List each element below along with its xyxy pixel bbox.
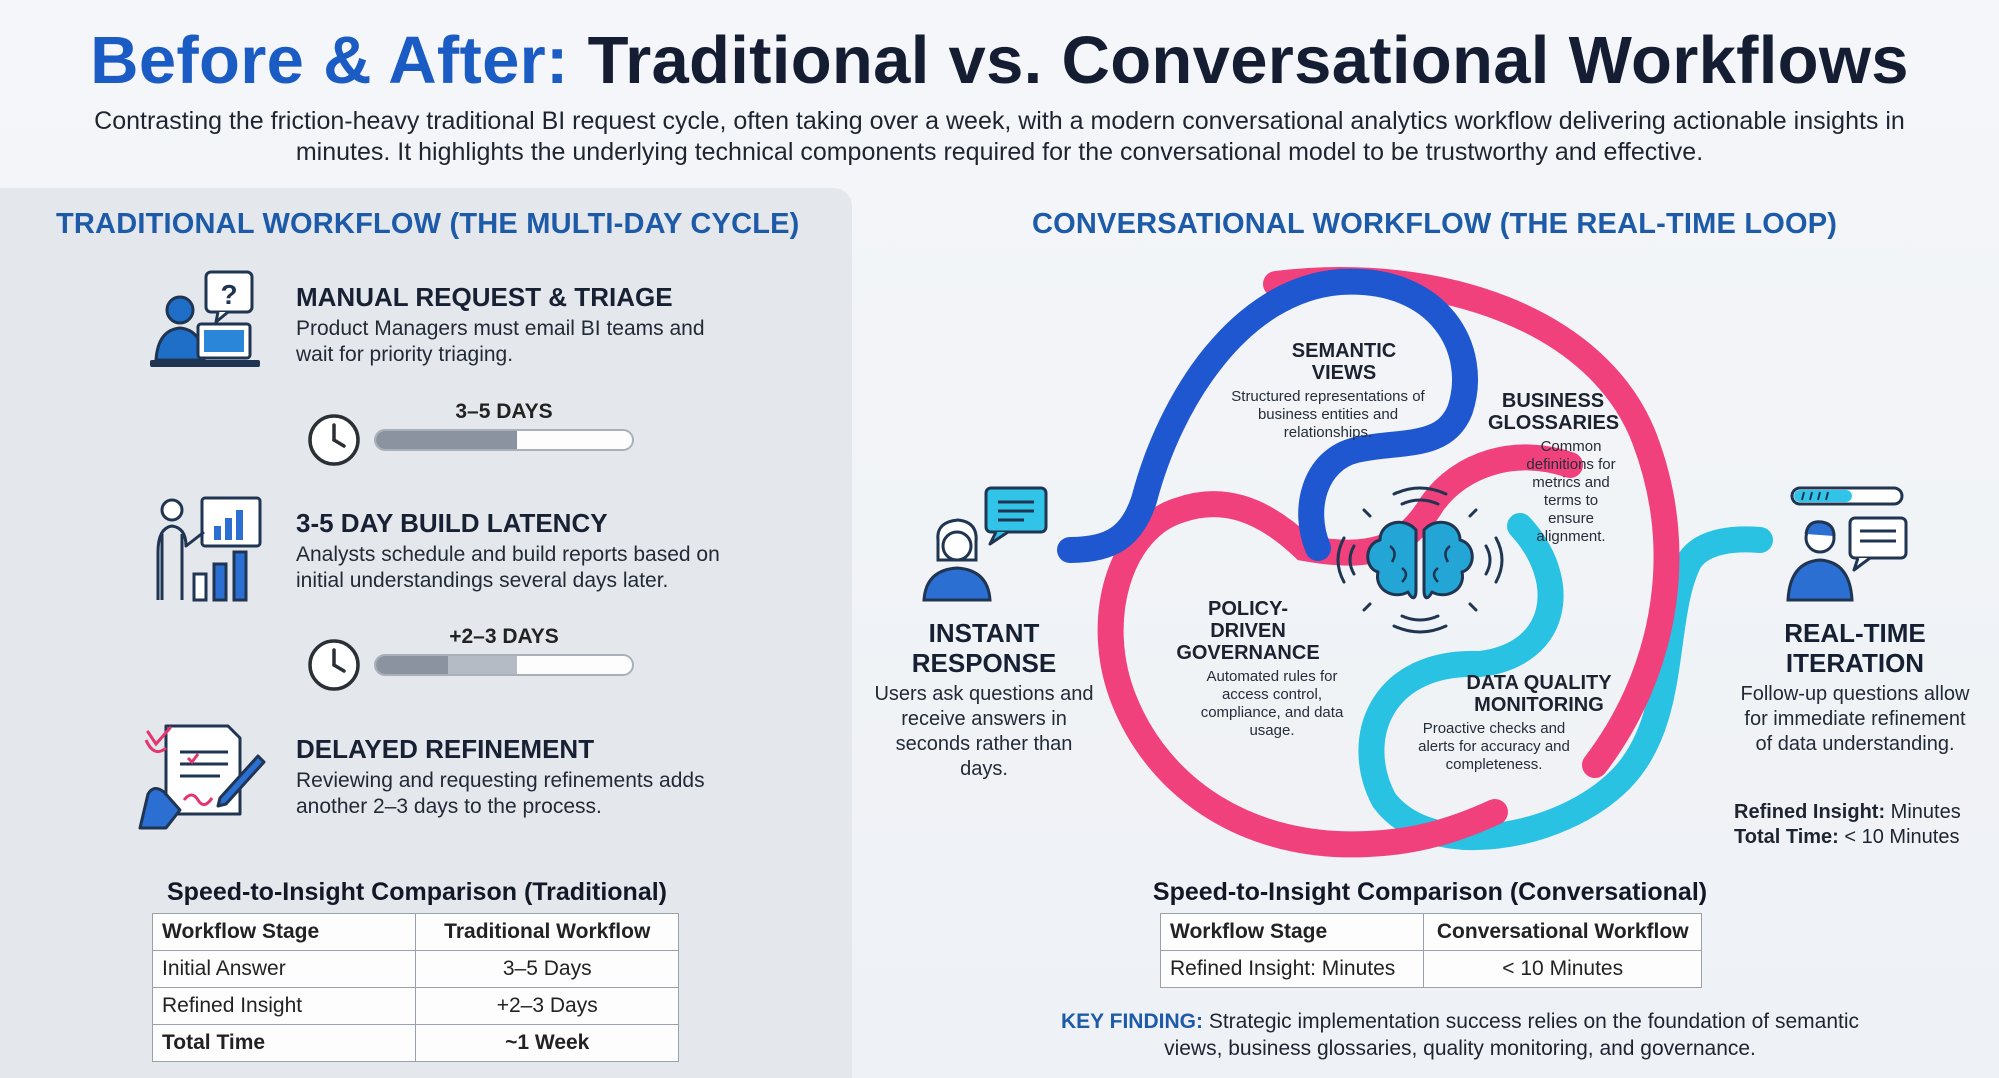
table-row: Initial Answer 3–5 Days [151, 950, 679, 988]
table-cell: Refined Insight: Minutes [1159, 950, 1425, 988]
table-cell: ~1 Week [415, 1024, 679, 1062]
step-desc-3: Reviewing and requesting refinements add… [296, 769, 705, 818]
duration-label-2: +2–3 DAYS [449, 625, 559, 648]
analyst-presenting-chart-icon [148, 494, 266, 606]
duration-bar-2 [374, 654, 634, 676]
component-desc-data-quality: Proactive checks and alerts for accuracy… [1418, 720, 1570, 773]
conversational-table-title: Speed-to-Insight Comparison (Conversatio… [1152, 878, 1708, 906]
table-cell: 3–5 Days [415, 950, 679, 988]
semantic-views-loop [1057, 268, 1478, 563]
table-header: Workflow Stage [151, 913, 417, 951]
metric-label: Total Time: [1734, 826, 1839, 848]
table-row: Refined Insight +2–3 Days [151, 987, 679, 1025]
duration-bar-1-fill [376, 431, 517, 449]
page-title: Before & After: Traditional vs. Conversa… [0, 22, 1999, 99]
table-cell: Total Time [151, 1024, 417, 1062]
table-header: Traditional Workflow [415, 913, 679, 951]
governance-loop [1097, 444, 1583, 858]
table-header: Workflow Stage [1159, 913, 1425, 951]
conversational-section-title: CONVERSATIONAL WORKFLOW (THE REAL-TIME L… [1032, 208, 1838, 240]
user-chat-bubble-icon [918, 484, 1050, 604]
metric-value: Minutes [1890, 801, 1961, 823]
brain-icon [1336, 486, 1504, 634]
key-finding-text: Strategic implementation success relies … [1164, 1010, 1859, 1060]
duration-bar-1 [374, 429, 634, 451]
person-at-computer-question-icon: ? [146, 268, 264, 380]
component-desc-business-glossaries: Common definitions for metrics and terms… [1526, 438, 1616, 545]
step-title-1: MANUAL REQUEST & TRIAGE [296, 282, 673, 312]
duration-label-1: 3–5 DAYS [455, 400, 553, 423]
key-finding-label: KEY FINDING: [1061, 1010, 1203, 1033]
user-chat-progress-icon [1784, 484, 1914, 604]
step-title-3: DELAYED REFINEMENT [296, 734, 595, 764]
table-cell: < 10 Minutes [1423, 950, 1702, 988]
real-time-iteration-title: REAL-TIME ITERATION [1784, 618, 1926, 678]
title-accent: Before & After: [90, 23, 569, 98]
table-row: Total Time ~1 Week [151, 1024, 679, 1062]
instant-response-title: INSTANT RESPONSE [911, 618, 1057, 678]
component-title-business-glossaries: BUSINESS GLOSSARIES [1488, 390, 1620, 434]
component-title-semantic-views: SEMANTIC VIEWS [1291, 340, 1397, 384]
traditional-comparison-table: Workflow Stage Traditional Workflow Init… [151, 913, 679, 1062]
svg-text:?: ? [220, 279, 237, 310]
table-cell: Refined Insight [151, 987, 417, 1025]
metric-label: Refined Insight: [1734, 801, 1886, 823]
duration-bar-2-fill-light [447, 656, 517, 674]
component-title-data-quality: DATA QUALITY MONITORING [1466, 672, 1612, 716]
table-header-row: Workflow Stage Conversational Workflow [1159, 913, 1702, 951]
table-cell: +2–3 Days [415, 987, 679, 1025]
key-finding: KEY FINDING: Strategic implementation su… [1030, 1008, 1890, 1062]
title-rest: Traditional vs. Conversational Workflows [587, 23, 1909, 98]
real-time-iteration-desc: Follow-up questions allow for immediate … [1740, 683, 1970, 755]
hand-signing-document-icon [136, 718, 268, 834]
clock-icon [306, 412, 362, 468]
traditional-section-title: TRADITIONAL WORKFLOW (THE MULTI-DAY CYCL… [56, 208, 800, 240]
metric-refined-insight: Refined Insight: Minutes [1734, 800, 1974, 825]
table-row: Refined Insight: Minutes < 10 Minutes [1159, 950, 1702, 988]
conversational-comparison-table: Workflow Stage Conversational Workflow R… [1159, 913, 1702, 988]
component-desc-semantic-views: Structured representations of business e… [1231, 388, 1425, 441]
table-header: Conversational Workflow [1423, 913, 1702, 951]
duration-bar-2-fill [376, 656, 448, 674]
step-title-2: 3-5 DAY BUILD LATENCY [296, 508, 608, 538]
component-desc-policy-governance: Automated rules for access control, comp… [1200, 668, 1344, 739]
table-cell: Initial Answer [151, 950, 417, 988]
step-desc-1: Product Managers must email BI teams and… [296, 317, 705, 366]
traditional-table-title: Speed-to-Insight Comparison (Traditional… [167, 878, 667, 906]
component-title-policy-governance: POLICY-DRIVEN GOVERNANCE [1176, 598, 1320, 664]
conversational-cycle-diagram [1057, 267, 1773, 858]
metric-value: < 10 Minutes [1844, 826, 1960, 848]
page-subtitle: Contrasting the friction-heavy tradition… [94, 107, 1905, 166]
instant-response-desc: Users ask questions and receive answers … [874, 683, 1094, 780]
metric-total-time: Total Time: < 10 Minutes [1734, 825, 1974, 850]
table-header-row: Workflow Stage Traditional Workflow [151, 913, 679, 951]
step-desc-2: Analysts schedule and build reports base… [296, 543, 720, 592]
clock-icon [306, 637, 362, 693]
